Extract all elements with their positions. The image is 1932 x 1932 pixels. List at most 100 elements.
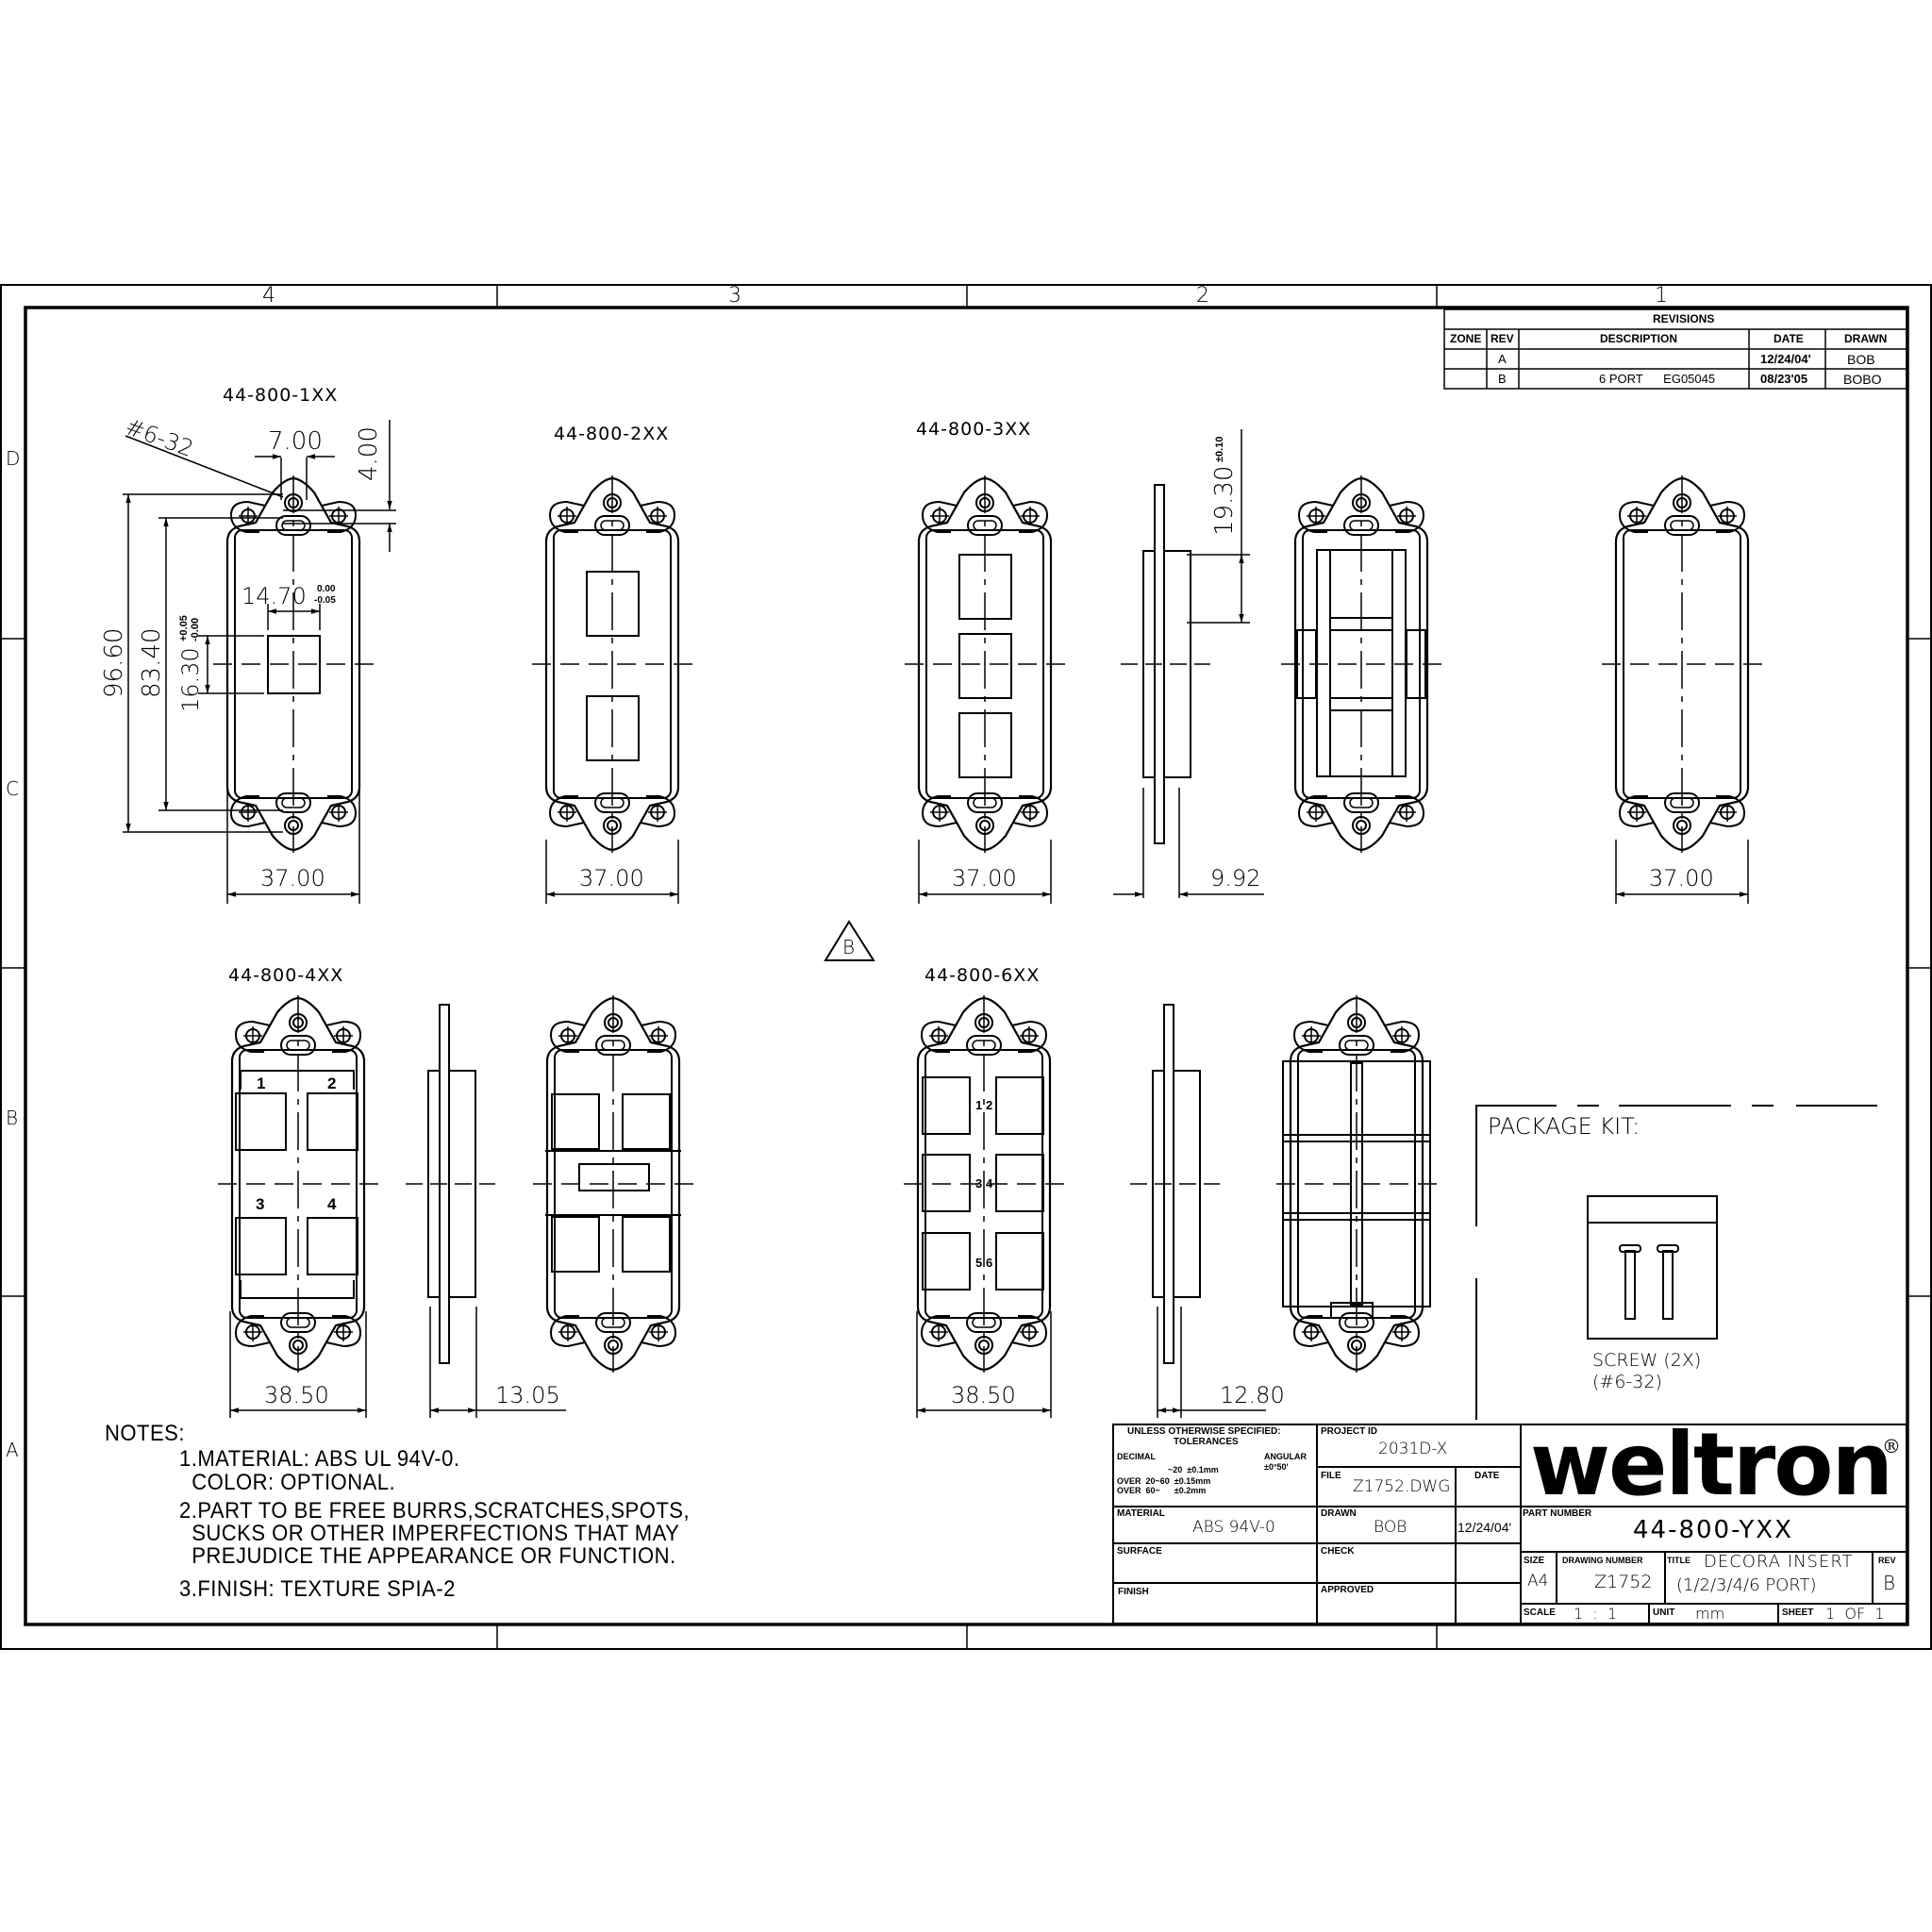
drawing-title-line2: (1/2/3/4/6 PORT)	[1676, 1575, 1817, 1595]
dim-width-blank: 37.00	[1649, 865, 1714, 891]
rev-b-date: 08/23'05	[1760, 372, 1808, 386]
finish-label: FINISH	[1118, 1587, 1149, 1597]
package-kit-item: SCREW (2X)	[1592, 1350, 1702, 1371]
drawn-label: DRAWN	[1321, 1508, 1357, 1519]
note-line: SUCKS OR OTHER IMPERFECTIONS THAT MAY	[179, 1521, 680, 1546]
project-id-label: PROJECT ID	[1321, 1426, 1378, 1437]
port-number-1: 1	[975, 1098, 983, 1112]
revision-marker: B	[842, 936, 856, 958]
rev-header-description: DESCRIPTION	[1600, 332, 1678, 345]
note-line: COLOR: OPTIONAL.	[179, 1470, 396, 1495]
view-label-6xx: 44-800-6XX	[924, 965, 1041, 986]
view-label-2xx: 44-800-2XX	[554, 424, 670, 444]
drawing-title-line1: DECORA INSERT	[1704, 1552, 1854, 1572]
port-number-3: 3	[256, 1195, 265, 1213]
rev-header-rev: REV	[1491, 332, 1514, 345]
scale-label: SCALE	[1524, 1607, 1556, 1618]
dim-width-2xx: 37.00	[579, 865, 644, 891]
view-label-1xx: 44-800-1XX	[223, 385, 339, 406]
dim-width-4xx: 38.50	[264, 1382, 329, 1408]
dim-top-offset: 4.00	[355, 426, 383, 481]
zone-col-3: 3	[728, 284, 741, 308]
dim-overall-height: 96.60	[100, 627, 128, 698]
rev-a-rev: A	[1498, 352, 1507, 366]
rev-b-rev: B	[1498, 372, 1507, 386]
sheet-label: SHEET	[1782, 1607, 1814, 1618]
material-label: MATERIAL	[1117, 1508, 1165, 1519]
note-line: 2.PART TO BE FREE BURRS,SCRATCHES,SPOTS,	[179, 1498, 691, 1524]
zone-row-b: B	[6, 1107, 19, 1129]
rev-label: REV	[1878, 1556, 1896, 1565]
dim-port-pitch-tol: ±0.10	[1214, 436, 1225, 462]
drawn-date: 12/24/04'	[1457, 1520, 1512, 1535]
tolerance-line-3: OVER 60~ ±0.2mm	[1117, 1486, 1207, 1495]
tolerance-line-1: ~20 ±0.1mm	[1168, 1465, 1219, 1474]
note-line: 1.MATERIAL: ABS UL 94V-0.	[179, 1446, 460, 1472]
sheet-value: 1 OF 1	[1825, 1605, 1885, 1623]
dim-width-1xx: 37.00	[260, 865, 325, 891]
dim-side-depth-4xx: 13.05	[495, 1382, 560, 1408]
project-id: 2031D-X	[1378, 1440, 1448, 1458]
dim-screw-spacing: 7.00	[268, 427, 323, 456]
view-label-3xx: 44-800-3XX	[916, 419, 1032, 440]
dim-port-height: 16.30	[177, 647, 204, 712]
port-number-4: 4	[986, 1176, 993, 1191]
zone-col-4: 4	[262, 284, 275, 308]
approved-label: APPROVED	[1321, 1585, 1374, 1595]
port-number-1: 1	[257, 1074, 266, 1092]
size-value: A4	[1527, 1572, 1549, 1591]
decimal-label: DECIMAL	[1117, 1452, 1156, 1461]
rev-a-drawn: BOB	[1847, 352, 1875, 367]
file-label: FILE	[1321, 1471, 1341, 1481]
view-label-4xx: 44-800-4XX	[228, 965, 344, 986]
package-kit-item-spec: (#6-32)	[1592, 1372, 1662, 1392]
tolerance-line-2: OVER 20~60 ±0.15mm	[1117, 1476, 1211, 1486]
part-number-label: PART NUMBER	[1523, 1508, 1592, 1519]
angular-value: ±0°50'	[1264, 1462, 1289, 1472]
port-number-5: 5	[975, 1256, 983, 1270]
check-label: CHECK	[1321, 1546, 1355, 1557]
note-line: PREJUDICE THE APPEARANCE OR FUNCTION.	[179, 1543, 676, 1569]
dim-side-depth-6xx: 12.80	[1220, 1382, 1285, 1408]
zone-col-2: 2	[1196, 284, 1209, 308]
port-number-3: 3	[975, 1176, 983, 1191]
port-number-4: 4	[327, 1195, 337, 1213]
rev-b-description: 6 PORT EG05045	[1599, 372, 1716, 386]
tolerance-heading: UNLESS OTHERWISE SPECIFIED:	[1127, 1426, 1281, 1437]
zone-row-d: D	[6, 447, 21, 470]
dim-port-height-tol-lower: -0.00	[190, 617, 201, 641]
rev-header-date: DATE	[1774, 332, 1804, 345]
title-label: TITLE	[1667, 1556, 1690, 1565]
note-line: 3.FINISH: TEXTURE SPIA-2	[179, 1576, 456, 1602]
dim-port-height-tol-upper: +0.05	[178, 615, 190, 641]
file-name: Z1752.DWG	[1353, 1477, 1451, 1496]
port-number-2: 2	[327, 1074, 337, 1092]
dim-hole-spacing: 83.40	[138, 627, 166, 698]
dim-width-3xx: 37.00	[952, 865, 1017, 891]
unit-label: UNIT	[1653, 1607, 1675, 1618]
dim-width-6xx: 38.50	[951, 1382, 1016, 1408]
unit-value: mm	[1695, 1605, 1725, 1623]
dim-port-width-tol-upper: 0.00	[317, 584, 336, 594]
drawing-number: Z1752	[1594, 1572, 1653, 1592]
size-label: SIZE	[1524, 1556, 1545, 1566]
date-label: DATE	[1474, 1471, 1500, 1481]
rev-a-date: 12/24/04'	[1760, 352, 1811, 366]
dim-port-width-tol-lower: -0.05	[314, 595, 336, 606]
drawn-value: BOB	[1374, 1518, 1407, 1537]
port-number-2: 2	[986, 1098, 993, 1112]
angular-label: ANGULAR	[1264, 1452, 1307, 1461]
rev-value: B	[1883, 1572, 1896, 1594]
material-value: ABS 94V-0	[1192, 1518, 1275, 1537]
part-number: 44-800-YXX	[1633, 1516, 1793, 1544]
dim-port-width: 14.70	[242, 583, 307, 609]
rev-header-drawn: DRAWN	[1844, 332, 1888, 345]
zone-row-c: C	[6, 777, 19, 800]
rev-b-drawn: BOBO	[1843, 372, 1882, 387]
port-number-6: 6	[986, 1256, 993, 1270]
surface-label: SURFACE	[1117, 1546, 1162, 1557]
revisions-title: REVISIONS	[1653, 312, 1715, 325]
dim-port-pitch: 19.30	[1210, 465, 1239, 536]
tolerance-heading-2: TOLERANCES	[1174, 1437, 1239, 1447]
